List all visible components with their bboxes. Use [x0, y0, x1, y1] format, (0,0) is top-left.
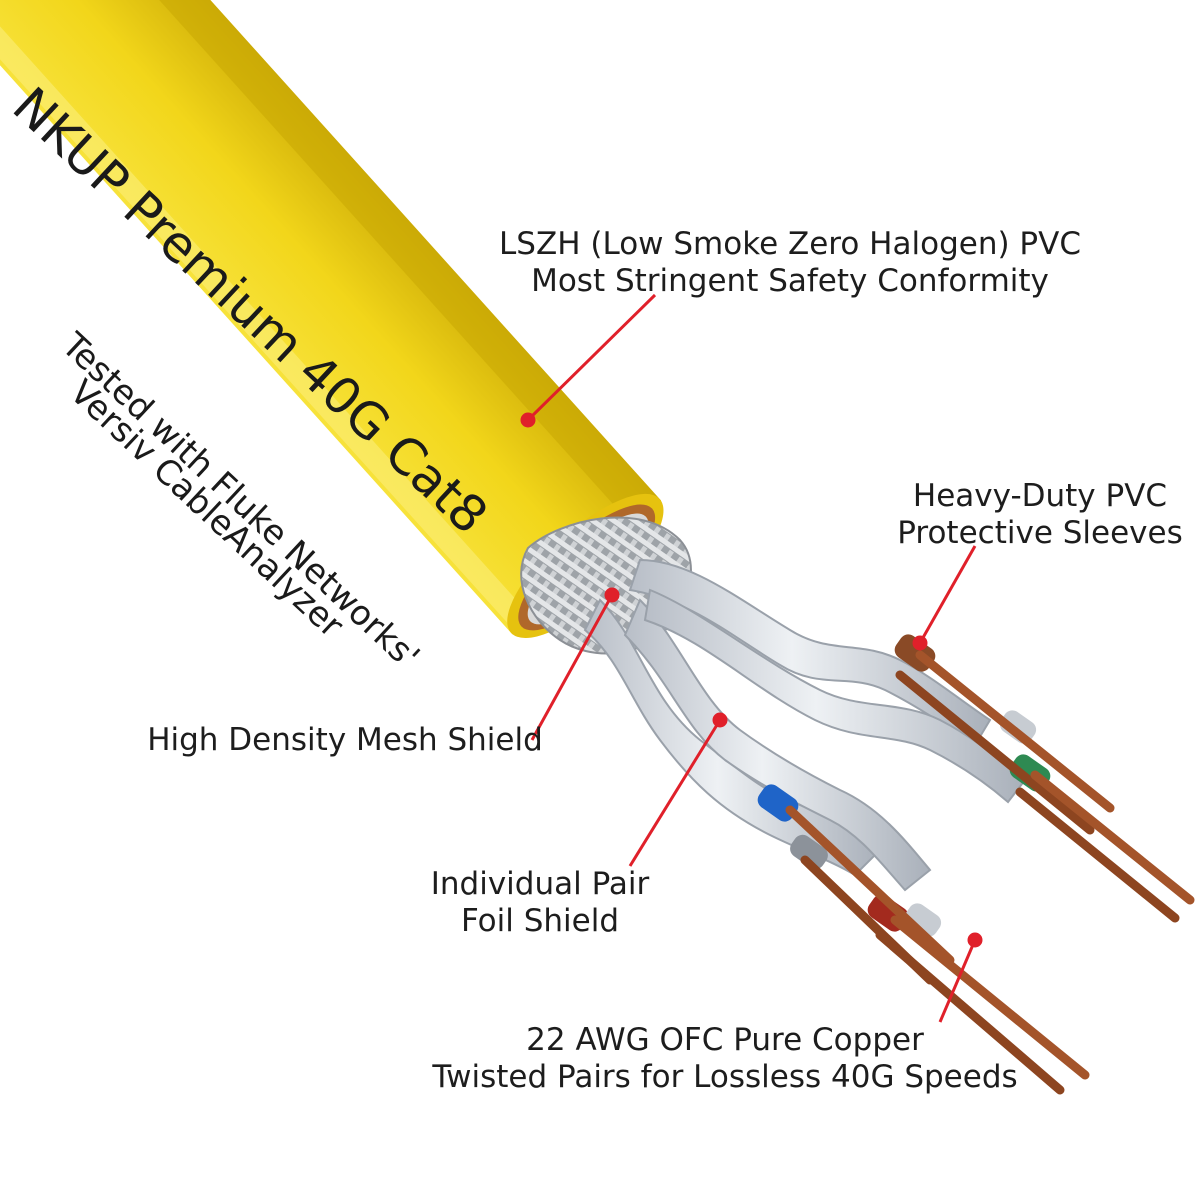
callout-line-copper: [938, 939, 977, 1023]
sleeve-gray: [790, 834, 828, 870]
callout-copper-line2: Twisted Pairs for Lossless 40G Speeds: [432, 1059, 1018, 1095]
callout-lszh: LSZH (Low Smoke Zero Halogen) PVC Most S…: [440, 226, 1140, 300]
callout-foil-line2: Foil Shield: [460, 903, 620, 939]
callout-sleeves-line1: Heavy-Duty PVC: [912, 478, 1168, 514]
callout-dot-foil: [712, 712, 728, 728]
callout-dot-lszh: [520, 412, 536, 428]
callout-lszh-line2: Most Stringent Safety Conformity: [531, 263, 1049, 299]
test-note-line2: Versiv CableAnalyzer: [62, 372, 351, 645]
callout-dot-copper: [967, 932, 983, 948]
callout-line-lszh: [526, 293, 657, 422]
callout-copper-line1: 22 AWG OFC Pure Copper: [526, 1022, 924, 1058]
callout-sleeves: Heavy-Duty PVC Protective Sleeves: [850, 478, 1200, 552]
callout-line-mesh: [530, 594, 614, 741]
callout-line-sleeves: [918, 545, 977, 644]
callout-dot-mesh: [604, 587, 620, 603]
callout-lines: [520, 293, 983, 1023]
callout-sleeves-line2: Protective Sleeves: [897, 515, 1183, 551]
callout-line-foil: [628, 719, 722, 867]
foil-pair-lower: [583, 598, 942, 937]
callout-mesh: High Density Mesh Shield: [120, 722, 570, 759]
callout-lszh-line1: LSZH (Low Smoke Zero Halogen) PVC: [499, 226, 1081, 262]
callout-foil: Individual Pair Foil Shield: [380, 866, 700, 940]
callout-mesh-line1: High Density Mesh Shield: [147, 722, 543, 758]
copper-conductors: [785, 650, 1195, 1095]
callout-copper: 22 AWG OFC Pure Copper Twisted Pairs for…: [400, 1022, 1050, 1096]
callout-dot-sleeves: [912, 635, 928, 651]
sleeve-light: [999, 710, 1037, 744]
callout-foil-line1: Individual Pair: [430, 866, 650, 902]
